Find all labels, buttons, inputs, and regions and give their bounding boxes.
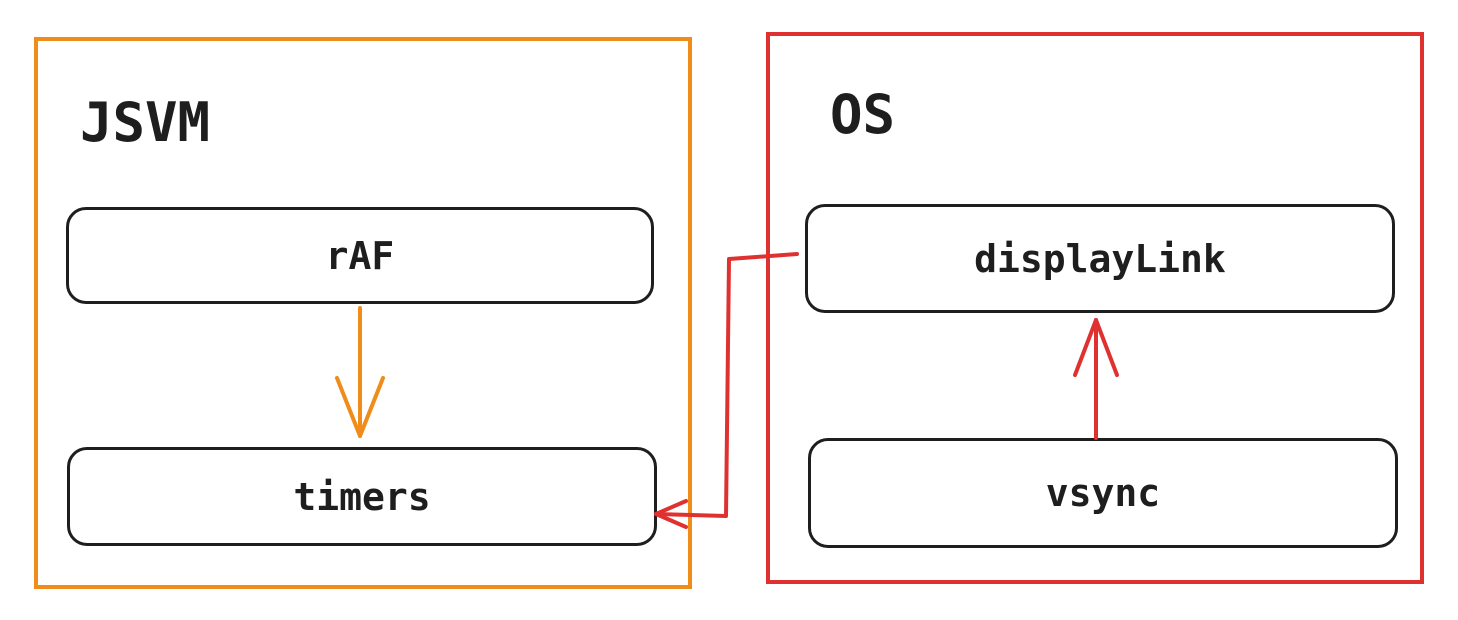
- jsvm-group-title: JSVM: [80, 91, 211, 154]
- os-group-title: OS: [830, 83, 896, 146]
- timers-node: timers: [67, 447, 657, 546]
- displaylink-node: displayLink: [805, 204, 1395, 313]
- raf-node: rAF: [66, 207, 654, 304]
- vsync-node: vsync: [808, 438, 1398, 548]
